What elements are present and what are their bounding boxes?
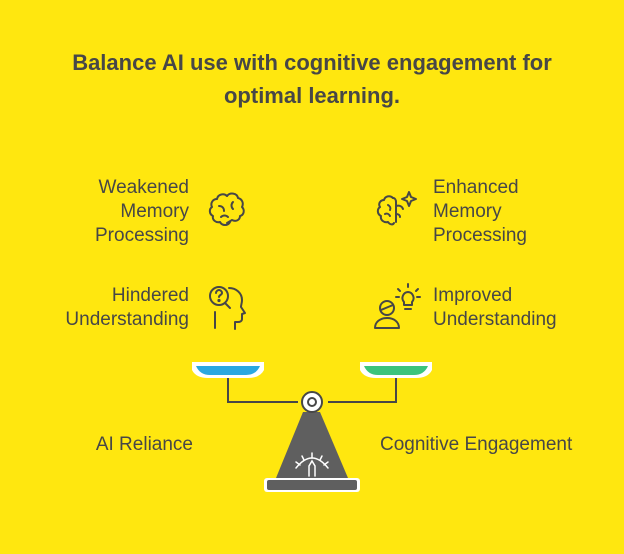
cognitive-engagement-label: Cognitive Engagement xyxy=(380,434,573,455)
weakened-memory-label: Weakened Memory Processing xyxy=(95,177,189,246)
enhanced-memory-label: Enhanced Memory Processing xyxy=(433,177,527,246)
ai-reliance-label: AI Reliance xyxy=(95,434,193,455)
scale-indicator xyxy=(295,452,329,477)
scale-pivot xyxy=(301,391,323,413)
sparkling-brain-icon xyxy=(371,186,421,236)
confused-head-icon xyxy=(203,282,253,334)
right-pan xyxy=(364,366,428,375)
improved-understanding-label: Improved Understanding xyxy=(433,285,557,330)
scale-stand xyxy=(276,412,348,478)
hindered-understanding-label: Hindered Understanding xyxy=(65,285,189,330)
title-line-1: Balance AI use with cognitive engagement… xyxy=(72,50,552,75)
idea-person-icon xyxy=(370,282,422,334)
scale-base-plate xyxy=(267,480,357,490)
scale-beam xyxy=(227,378,397,403)
title-line-2: optimal learning. xyxy=(223,83,401,108)
page-title: Balance AI use with cognitive engagement… xyxy=(0,46,624,112)
left-pan xyxy=(196,366,260,375)
brain-outline-icon xyxy=(203,186,253,236)
